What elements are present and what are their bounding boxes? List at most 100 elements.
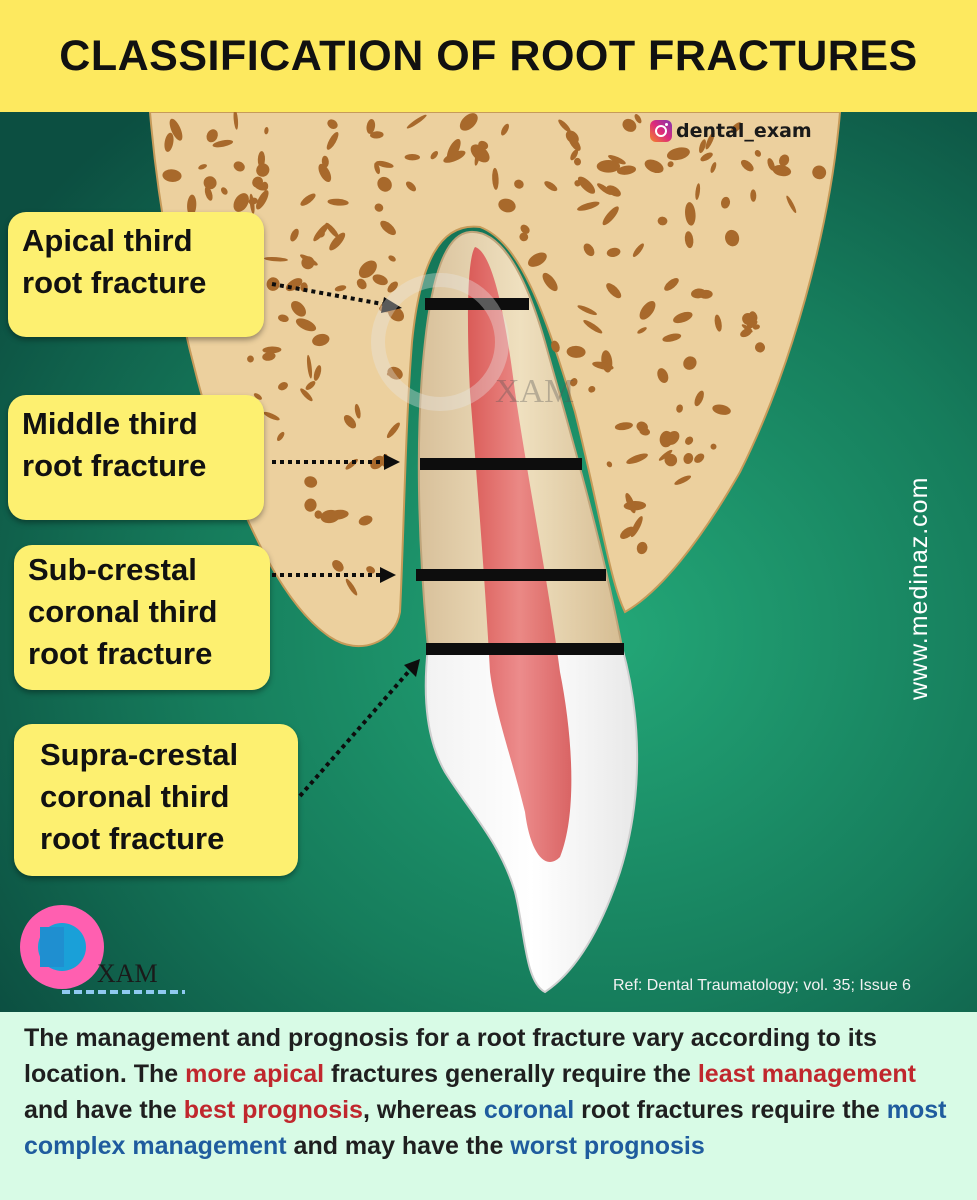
label-line: Apical third: [22, 223, 193, 258]
bone-pore: [514, 179, 524, 189]
social-handle-text: dental_exam: [676, 120, 812, 142]
bone-pore: [694, 390, 704, 407]
bone-pore: [256, 163, 270, 177]
bone-pore: [470, 144, 490, 163]
arrowhead-apical: [381, 297, 402, 313]
bone-pore: [313, 365, 322, 381]
highlight-least-management: least management: [697, 1060, 916, 1088]
bone-pore: [667, 161, 674, 168]
bone-pore: [388, 255, 396, 262]
bone-pore: [695, 183, 701, 200]
bone-pore: [616, 165, 637, 175]
bone-pore: [262, 352, 276, 361]
bone-pore: [498, 198, 516, 213]
bone-pore: [295, 318, 317, 332]
bone-pore: [574, 180, 581, 187]
bone-pore: [334, 285, 347, 292]
bone-pore: [577, 305, 597, 316]
bone-pore: [644, 159, 664, 174]
bone-pore: [430, 150, 439, 160]
bone-pore: [754, 342, 766, 353]
label-line: coronal third: [40, 779, 230, 814]
bone-pore: [300, 193, 316, 206]
bone-pore: [603, 353, 609, 362]
bone-pore: [247, 355, 254, 363]
bone-pore: [685, 202, 696, 226]
fracture-line-apical: [425, 298, 529, 310]
bone-pore: [657, 368, 669, 384]
bone-pore: [375, 160, 394, 168]
bone-pore: [276, 431, 285, 441]
bone-pore: [636, 541, 648, 555]
bone-pore: [662, 333, 682, 342]
arrow-apical: [271, 282, 389, 307]
bone-pore: [767, 158, 775, 171]
bone-pore: [634, 114, 642, 124]
bone-pore: [386, 422, 400, 439]
dental-pulp: [467, 247, 572, 862]
bone-pore: [710, 162, 717, 173]
bone-pore: [683, 356, 697, 370]
bone-pore: [699, 139, 706, 154]
label-line: Supra-crestal: [40, 737, 239, 772]
bone-pore: [212, 139, 234, 148]
bone-pore: [674, 475, 692, 485]
bone-pore: [306, 354, 313, 379]
bone-pore: [714, 314, 722, 332]
label-line: Middle third: [22, 406, 198, 441]
bone-pore: [566, 345, 586, 358]
bone-pore: [206, 129, 218, 143]
bone-pore: [583, 319, 603, 334]
bone-pore: [558, 119, 571, 133]
bone-pore: [720, 196, 731, 209]
social-handle[interactable]: dental_exam: [650, 120, 812, 142]
bone-pore: [666, 430, 680, 445]
bone-pore: [606, 247, 621, 257]
header-banner: CLASSIFICATION OF ROOT FRACTURES: [0, 0, 977, 112]
bone-pore: [404, 153, 420, 161]
bone-pore: [608, 155, 626, 165]
label-line: root fracture: [22, 448, 207, 483]
bone-pore: [301, 256, 315, 270]
bone-pore: [406, 114, 427, 129]
arrowhead-subcrestal: [380, 567, 396, 583]
bone-pore: [374, 162, 381, 175]
watermark-logo: XAM: [371, 273, 574, 411]
instagram-icon: [650, 120, 672, 142]
bone-pore: [565, 130, 579, 144]
bone-pore: [300, 388, 313, 402]
bone-pore: [253, 393, 262, 400]
bone-pore: [374, 203, 384, 212]
bone-pore: [326, 131, 339, 150]
bone-pore: [366, 119, 376, 134]
bone-pore: [542, 272, 558, 292]
footer-summary: The management and prognosis for a root …: [0, 1012, 977, 1200]
bone-pore: [577, 201, 600, 211]
summary-paragraph: The management and prognosis for a root …: [24, 1020, 953, 1164]
bone-pore: [370, 131, 384, 139]
bone-pore: [725, 229, 740, 247]
bone-pore: [318, 163, 332, 183]
bone-pore: [203, 176, 217, 190]
bone-pore: [632, 243, 644, 257]
bone-pore: [169, 118, 183, 141]
highlight-most-complex-management: most complex management: [24, 1096, 947, 1160]
bone-pore: [387, 281, 398, 293]
bone-pore: [358, 260, 377, 279]
bone-pore: [277, 314, 289, 323]
bone-pore: [664, 453, 678, 467]
bone-pore: [380, 220, 396, 236]
watermark-text: XAM: [495, 373, 574, 410]
summary-text: fractures generally require the: [324, 1060, 698, 1088]
bone-pore: [570, 378, 578, 387]
bone-pore: [187, 194, 197, 216]
bone-pore: [290, 228, 299, 242]
bone-pore: [622, 118, 637, 132]
bone-pore: [684, 231, 694, 249]
bone-pore: [694, 453, 705, 463]
website-url[interactable]: www.medinaz.com: [905, 476, 933, 700]
bone-pore: [573, 157, 582, 166]
logo-text: XAM: [97, 959, 158, 988]
bone-pore: [291, 300, 306, 317]
label-line: root fracture: [28, 636, 213, 671]
